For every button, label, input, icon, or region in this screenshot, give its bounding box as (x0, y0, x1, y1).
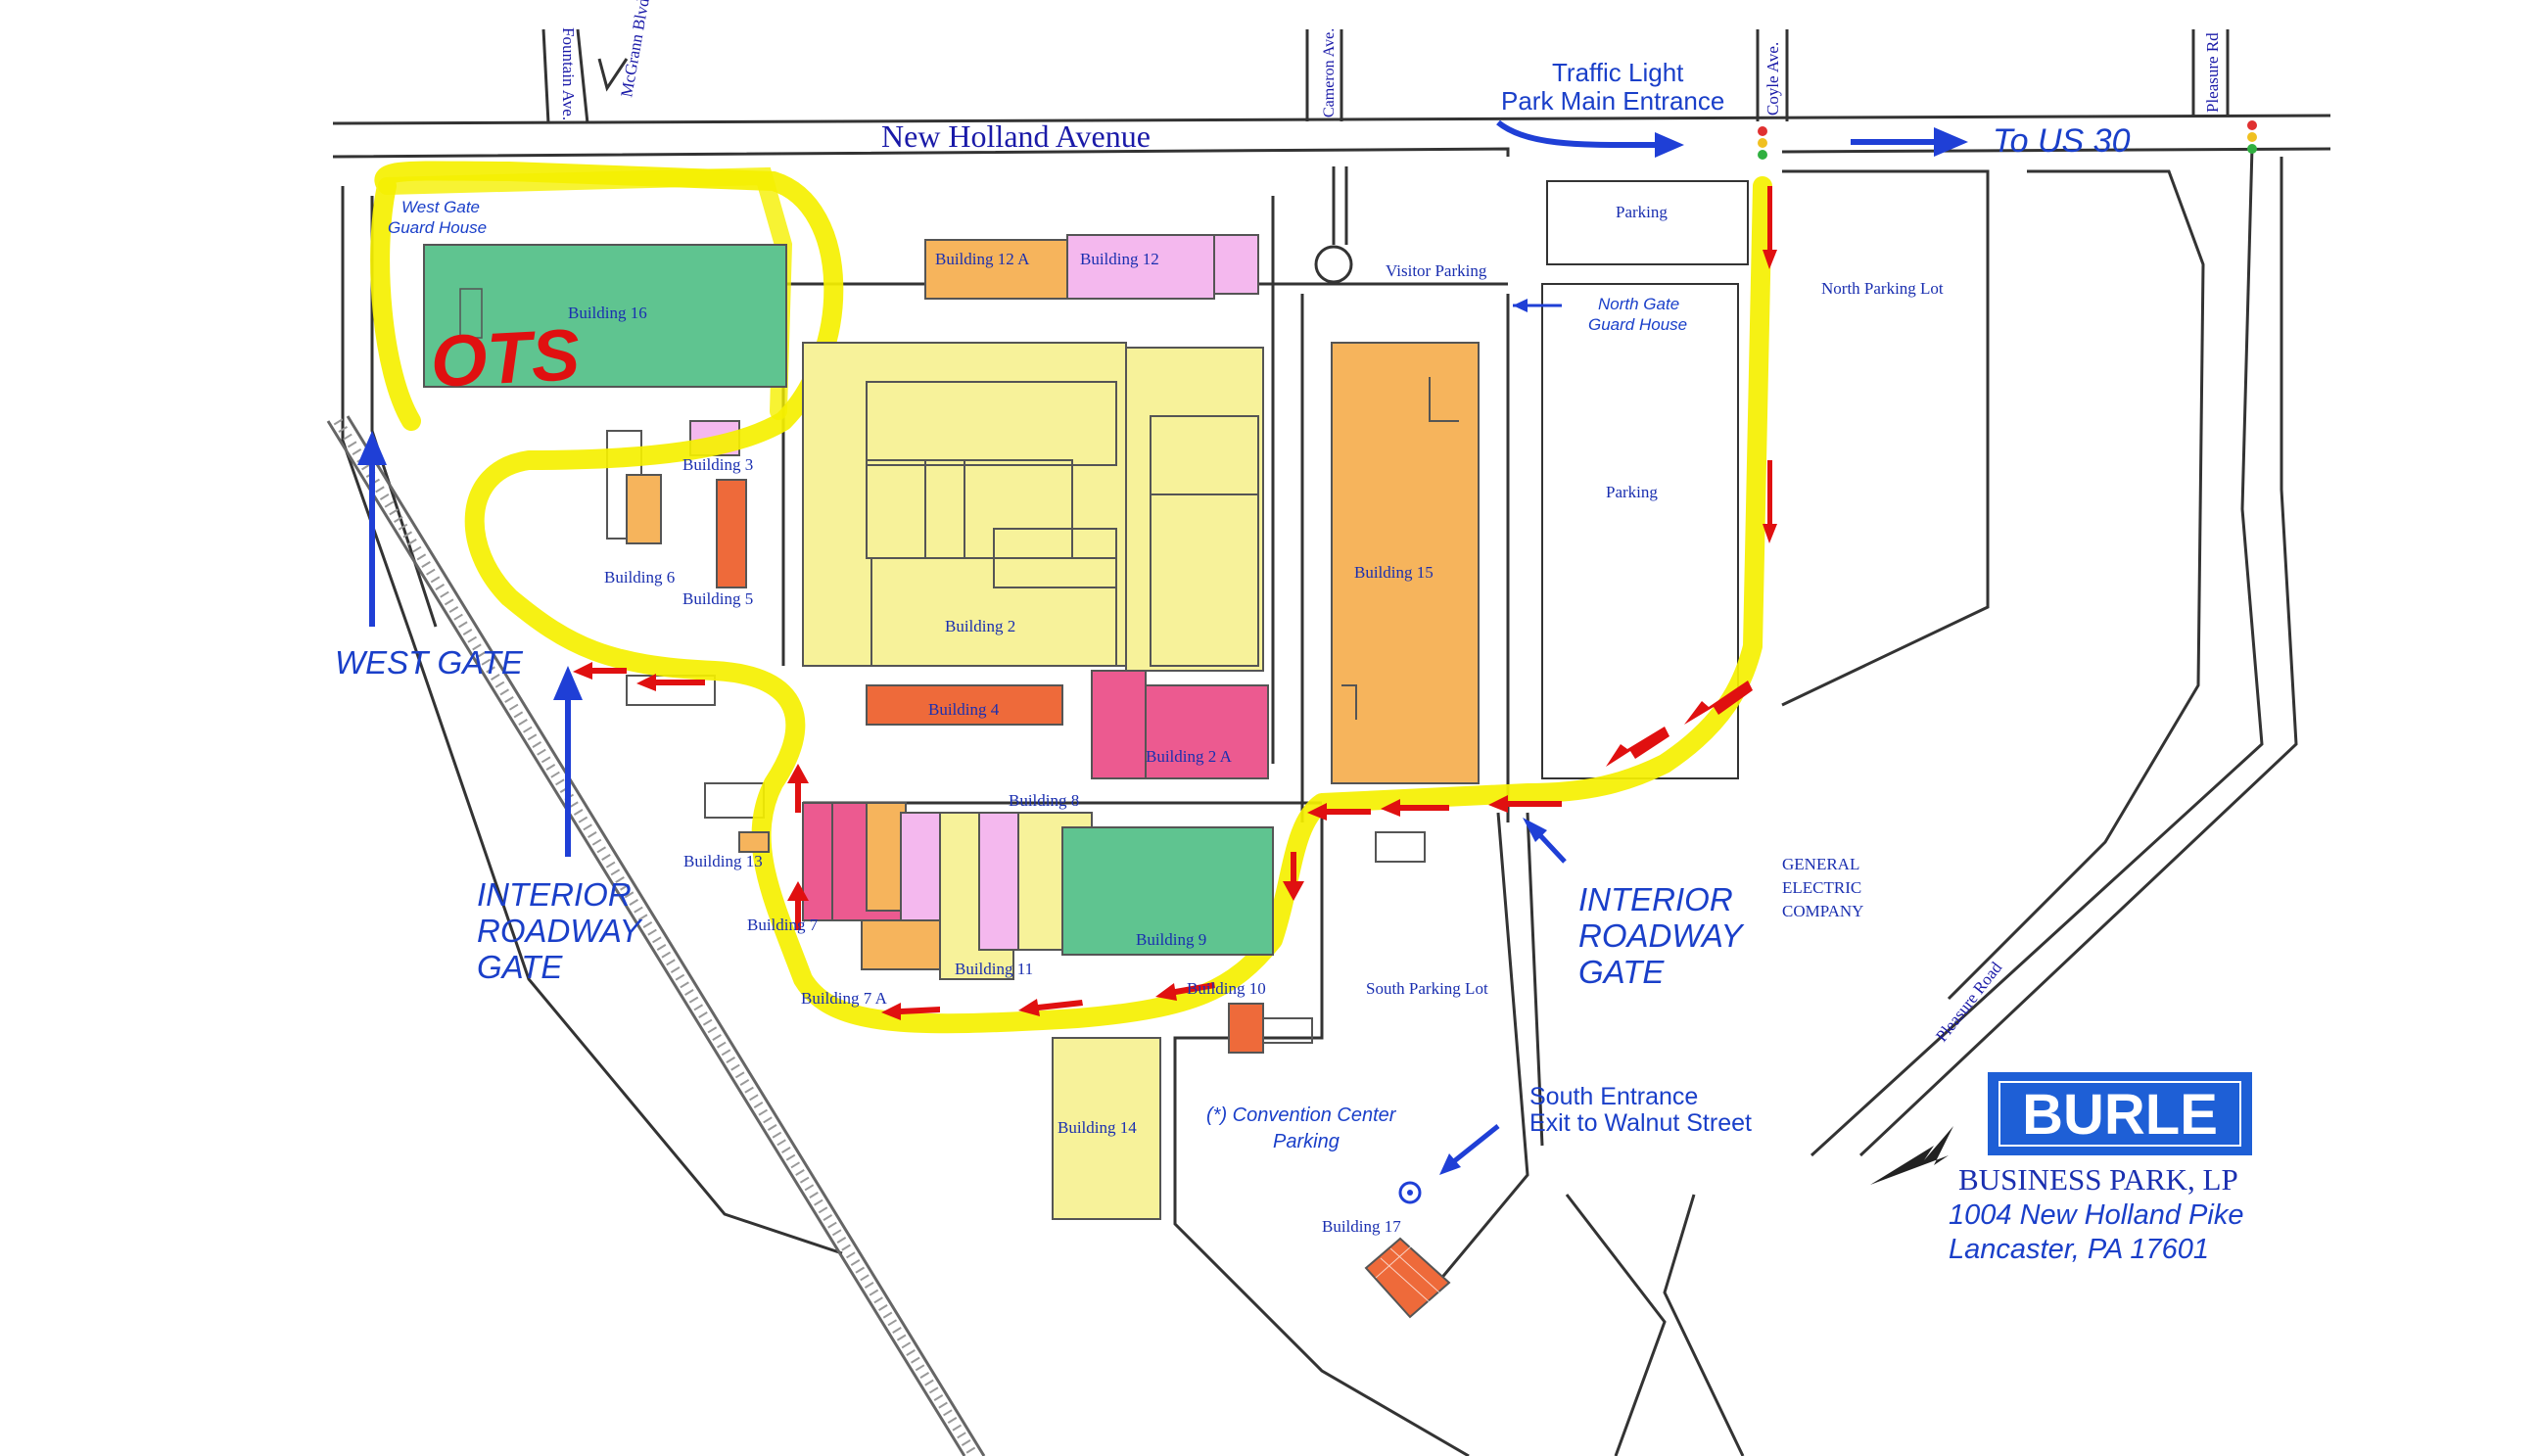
label-b8: Building 8 (1009, 791, 1079, 810)
street-pleasure-rd: Pleasure Rd (2203, 32, 2222, 113)
north-lot-label: North Parking Lot (1821, 279, 1944, 298)
gate-labels: WEST GATE INTERIOR ROADWAY GATE INTERIOR… (335, 644, 1744, 990)
brand-name: BUSINESS PARK, LP (1958, 1162, 2238, 1197)
traffic-light-icon (1758, 126, 1767, 160)
label-b7a: Building 7 A (801, 989, 888, 1008)
brand-address-1: 1004 New Holland Pike (1949, 1199, 2243, 1231)
traffic-light-icon (2247, 120, 2257, 154)
street-new-holland: New Holland Avenue (881, 118, 1151, 154)
convention-label-1: (*) Convention Center (1206, 1104, 1397, 1126)
interior-gate-left-2: ROADWAY (477, 913, 642, 949)
ge-label-1: GENERAL (1782, 855, 1859, 873)
street-mcgrann: McGrann Blvd (617, 0, 653, 99)
building-labels: Building 16 Building 12 A Building 12 Bu… (568, 250, 1434, 1236)
label-b10: Building 10 (1187, 979, 1266, 998)
brand-address-2: Lancaster, PA 17601 (1949, 1234, 2209, 1265)
direction-arrow-icon (1513, 299, 1562, 312)
west-guardhouse-1: West Gate (401, 198, 480, 216)
burle-logo (1988, 1072, 2252, 1155)
neighbor-label: GENERAL ELECTRIC COMPANY (1782, 855, 1863, 920)
visitor-parking-label: Visitor Parking (1386, 261, 1487, 280)
interior-gate-left-1: INTERIOR (477, 876, 632, 913)
direction-arrow-icon (553, 666, 583, 857)
street-pleasure-road: Pleasure Road (1932, 958, 2005, 1045)
direction-arrow-icon (1851, 127, 1968, 157)
main-entrance-label: Park Main Entrance (1501, 86, 1724, 116)
label-b12a: Building 12 A (935, 250, 1030, 268)
ots-mark: OTS (429, 313, 582, 402)
burle-logo-text: BURLE (2022, 1083, 2218, 1147)
label-b12: Building 12 (1080, 250, 1159, 268)
direction-arrow-icon (1523, 818, 1567, 864)
buildings (423, 234, 1480, 1319)
convention-label-2: Parking (1273, 1131, 1340, 1152)
street-fountain: Fountain Ave. (559, 27, 578, 120)
exit-walnut-label: Exit to Walnut Street (1529, 1109, 1752, 1137)
label-b11: Building 11 (955, 960, 1033, 978)
direction-arrow-icon (1439, 1124, 1500, 1175)
label-b14: Building 14 (1058, 1118, 1137, 1137)
west-gate-label: WEST GATE (335, 644, 524, 681)
west-guardhouse-2: Guard House (388, 218, 487, 237)
label-b4: Building 4 (928, 700, 1000, 719)
interior-gate-right-2: ROADWAY (1578, 917, 1744, 954)
ge-label-3: COMPANY (1782, 902, 1863, 920)
label-b15: Building 15 (1354, 563, 1434, 582)
street-coyle: Coyle Ave. (1763, 42, 1782, 116)
label-b16: Building 16 (568, 304, 647, 322)
compass-icon (1398, 1181, 1422, 1204)
direction-arrows (357, 119, 1968, 1175)
interior-gate-left-3: GATE (477, 949, 563, 985)
street-cameron: Cameron Ave. (1321, 28, 1338, 117)
interior-gate-right-1: INTERIOR (1578, 881, 1733, 917)
label-b7: Building 7 (747, 916, 819, 934)
south-lot-label: South Parking Lot (1366, 979, 1488, 998)
label-b2: Building 2 (945, 617, 1015, 635)
route-arrows (573, 186, 1777, 1020)
north-guardhouse-1: North Gate (1598, 295, 1679, 313)
traffic-light-label: Traffic Light (1552, 58, 1684, 87)
label-b2a: Building 2 A (1146, 747, 1233, 766)
interior-gate-right-3: GATE (1578, 954, 1665, 990)
label-b13: Building 13 (683, 852, 763, 870)
to-us30-label: To US 30 (1993, 122, 2131, 160)
label-b17: Building 17 (1322, 1217, 1401, 1236)
direction-labels: Traffic Light Park Main Entrance To US 3… (1501, 58, 2131, 1137)
parking-mid-label: Parking (1606, 483, 1658, 501)
south-entrance-label: South Entrance (1529, 1083, 1698, 1110)
lot-labels: Visitor Parking Parking Parking North Pa… (1206, 203, 1944, 1152)
direction-arrow-icon (357, 431, 387, 627)
compass-icon (1870, 1126, 1953, 1185)
brand-block: BURLE BUSINESS PARK, LP 1004 New Holland… (1949, 1072, 2252, 1265)
direction-arrow-icon (1496, 119, 1684, 158)
guardhouse-labels: West Gate Guard House North Gate Guard H… (388, 198, 1687, 334)
label-b3: Building 3 (682, 455, 753, 474)
north-guardhouse-2: Guard House (1588, 315, 1687, 334)
label-b9: Building 9 (1136, 930, 1206, 949)
ge-label-2: ELECTRIC (1782, 878, 1861, 897)
label-b5: Building 5 (682, 589, 753, 608)
parking-top-label: Parking (1616, 203, 1668, 221)
label-b6: Building 6 (604, 568, 675, 587)
